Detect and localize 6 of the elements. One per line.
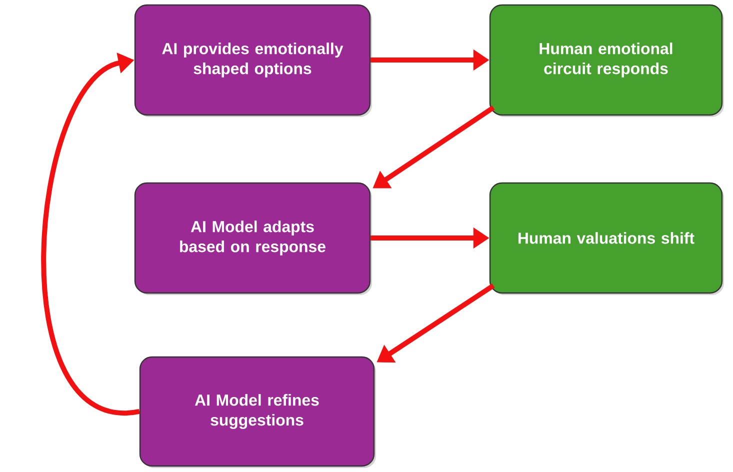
response-box: Human emotional circuit responds [489,4,724,117]
process-box: AI Model refines suggestions [139,356,376,468]
response-box: Human valuations shift [489,182,724,295]
process-box: AI Model adapts based on response [134,182,372,295]
process-box: AI provides emotionally shaped options [134,4,372,117]
arrow [41,52,140,414]
